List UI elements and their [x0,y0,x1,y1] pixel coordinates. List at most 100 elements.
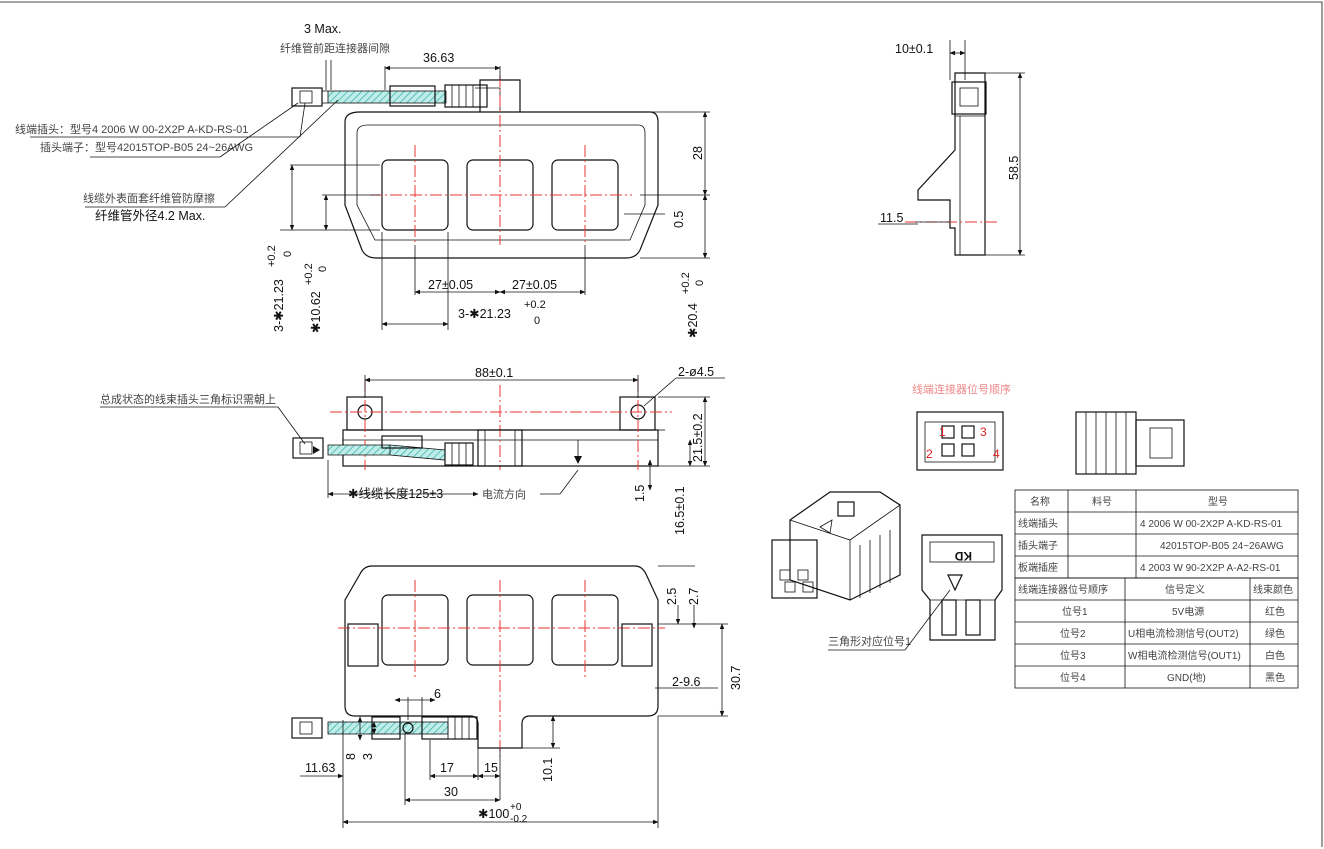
pin-r1-sig: 5V电源 [1172,605,1204,618]
side-outline [917,72,986,256]
pin-r3-sig: W相电流检测信号(OUT1) [1128,649,1241,662]
pin-r3-pos: 位号3 [1060,649,1086,662]
pin-4: 4 [993,447,1000,461]
dim-1062-tol: +0.2 [303,263,315,285]
pin-r4-color: 黑色 [1265,671,1285,684]
note-plug: 线端插头：型号4 2006 W 00-2X2P A-KD-RS-01 [15,122,248,136]
dim-b15: 15 [484,761,498,775]
pin-r4-sig: GND(地) [1167,671,1206,684]
dim-8: 8 [344,753,358,760]
pin-1: 1 [939,425,946,439]
pin-head-pos: 线端连接器位号顺序 [1018,583,1108,596]
dim-side-585: 58.5 [1007,156,1021,180]
dim-holes: 2-ø4.5 [678,365,714,379]
pin-r1-pos: 位号1 [1062,605,1088,618]
note-sleeve-od: 纤维管外径4.2 Max. [95,208,205,223]
top-body-outline [344,111,659,259]
dim-204: ✱20.4 [686,303,700,338]
pin-r4-pos: 位号4 [1060,671,1086,684]
front-cable-sleeve [327,444,446,461]
pin-r2-color: 绿色 [1265,627,1285,640]
dim-100-tol-bot: -0.2 [510,814,528,825]
pin-title: 线端连接器位号顺序 [912,382,1011,396]
pin-head-color: 线束颜色 [1253,583,1293,596]
dim-28: 28 [691,146,705,160]
note-sleeve: 线缆外表面套纤维管防摩擦 [83,191,215,205]
note-triangle: 总成状态的线束插头三角标识需朝上 [100,392,276,406]
dim-3: 3 [361,753,375,760]
dim-win-w-tol: +0.2 [524,299,546,311]
dim-gap: 3 Max. [304,22,342,36]
top-view: 36.63 3 Max. 纤维管前距连接器间隙 线端插头：型号4 2006 W … [15,22,710,338]
dim-win-w: 3-✱21.23 [458,307,511,321]
dim-27: 2.7 [687,588,701,605]
pin-2: 2 [926,447,933,461]
dim-165: 16.5±0.1 [673,486,687,535]
dim-6: 6 [434,687,441,701]
dim-win-h: 3-✱21.23 [272,279,286,332]
dim-307: 30.7 [729,666,743,690]
dim-1062: ✱10.62 [309,291,323,333]
pin-head-sig: 信号定义 [1165,583,1205,596]
connector-iso [771,491,901,601]
dim-204-tol: +0.2 [680,272,692,294]
dim-15: 1.5 [633,485,647,502]
bottom-outline [344,565,659,749]
pin-3: 3 [980,425,987,439]
dim-17: 17 [440,761,454,775]
part-head-name: 名称 [1030,495,1050,508]
dim-101: 10.1 [541,758,555,782]
dim-25: 2.5 [665,588,679,605]
dim-win-w-tol0: 0 [534,315,540,327]
bottom-cable-sleeve [327,721,449,735]
dim-296: 2-9.6 [672,675,701,689]
part-r2-name: 插头端子 [1018,539,1058,552]
part-head-model: 型号 [1208,495,1228,508]
part-r3-name: 板端插座 [1018,561,1058,574]
dim-cable-len: ✱线缆长度125±3 [348,486,443,501]
pin-r2-sig: U相电流检测信号(OUT2) [1128,627,1239,640]
bottom-view: 2.5 2.7 30.7 2-9.6 6 8 3 11.63 17 15 10.… [291,565,743,828]
dim-1062-tol0: 0 [317,266,329,272]
dim-pitch-a: 27±0.05 [428,278,473,292]
dim-204-tol0: 0 [694,280,706,286]
note-current: 电流方向 [482,487,526,501]
bottom-plug [291,717,323,739]
kd-label: KD [954,549,972,563]
part-r2-model: 42015TOP-B05 24~26AWG [1160,541,1284,552]
dim-100-tol-top: +0 [510,802,522,813]
pin-r3-color: 白色 [1265,649,1285,662]
pin-table: 线端连接器位号顺序 信号定义 线束颜色 位号1 5V电源 红色 位号2 U相电流… [1014,577,1299,689]
dim-215: 21.5±0.2 [691,413,705,462]
part-head-no: 料号 [1092,495,1112,508]
dim-side-10: 10±0.1 [895,42,933,56]
dim-100: ✱100 [478,807,509,821]
dim-1163: 11.63 [305,761,335,775]
part-r3-model: 4 2003 W 90-2X2P A-A2-RS-01 [1140,563,1281,574]
top-cable-sleeve [327,90,447,104]
top-plug [291,87,323,107]
note-triangle-pin1: 三角形对应位号1 [828,634,911,648]
pin-r1-color: 红色 [1265,605,1285,618]
part-r1-model: 4 2006 W 00-2X2P A-KD-RS-01 [1140,519,1283,530]
dim-win-h-tol0: 0 [282,251,294,257]
note-gap: 纤维管前距连接器间隙 [280,41,390,55]
dim-r05: 0.5 [672,211,686,228]
part-r1-name: 线端插头 [1018,517,1058,530]
part-table: 名称 料号 型号 线端插头 4 2006 W 00-2X2P A-KD-RS-0… [1014,489,1299,579]
front-view: 88±0.1 2-ø4.5 总成状态的线束插头三角标识需朝上 ✱线缆长度125±… [100,365,725,535]
side-view: 10±0.1 11.5 58.5 [878,40,1025,256]
dim-top-3663: 36.63 [423,51,454,65]
front-plug [292,437,324,459]
pin-face [916,411,1004,471]
side-connector [951,81,987,115]
dim-win-h-tol: +0.2 [266,245,278,267]
dim-88: 88±0.1 [475,366,513,380]
pin-r2-pos: 位号2 [1060,627,1086,640]
connector-details: 线端连接器位号顺序 1 2 3 4 [771,382,1185,651]
connector-front: KD [921,534,1003,641]
dim-pitch-b: 27±0.05 [512,278,557,292]
dim-side-115: 11.5 [880,211,903,225]
dim-30: 30 [444,785,458,799]
